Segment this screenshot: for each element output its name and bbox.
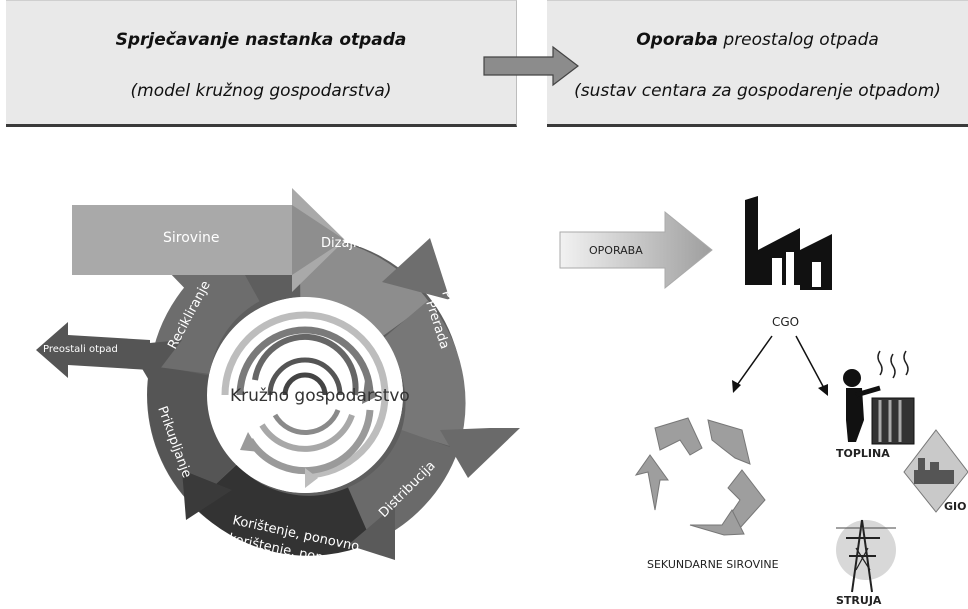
electricity-label: STRUJA — [836, 594, 882, 607]
secondary-label: SEKUNDARNE SIROVINE — [647, 558, 779, 571]
oporaba-arrow — [559, 210, 713, 290]
header-box-prevention: Sprječavanje nastanka otpada (model kruž… — [6, 0, 517, 127]
recycle-icon — [634, 417, 766, 536]
recovery-subtitle: (sustav centara za gospodarenje otpadom) — [574, 81, 941, 101]
heat-label: TOPLINA — [836, 447, 890, 460]
gio-label: GIO — [944, 500, 966, 513]
header-box-recovery: Oporaba preostalog otpada (sustav centar… — [547, 0, 968, 127]
recovery-title: Oporaba preostalog otpada — [636, 30, 879, 50]
header-arrow — [483, 45, 579, 87]
cgo-label: CGO — [772, 315, 799, 329]
power-plant-icon — [903, 429, 968, 513]
label-dizajn: Dizajn — [321, 236, 361, 251]
prevention-title: Sprječavanje nastanka otpada — [115, 30, 407, 50]
prevention-subtitle: (model kružnog gospodarstva) — [130, 81, 392, 101]
center-label: Kružno gospodarstvo — [230, 386, 410, 406]
segment-koristenje — [193, 463, 373, 556]
factory-icon — [745, 196, 832, 290]
residual-arrow — [36, 322, 150, 378]
inner-spirals — [221, 311, 389, 488]
label-sirovine: Sirovine — [163, 230, 219, 246]
label-preostali-otpad: Preostali otpad — [43, 344, 118, 355]
sirovine-arrow — [72, 188, 345, 292]
segment-prikupljanje — [147, 364, 237, 507]
heating-icon — [843, 350, 915, 445]
segment-distribucija — [347, 429, 459, 543]
oporaba-label: OPORABA — [589, 244, 643, 257]
segment-proizvodnja — [381, 300, 466, 449]
segment-recikliranje — [150, 248, 261, 375]
electricity-icon — [836, 519, 896, 593]
